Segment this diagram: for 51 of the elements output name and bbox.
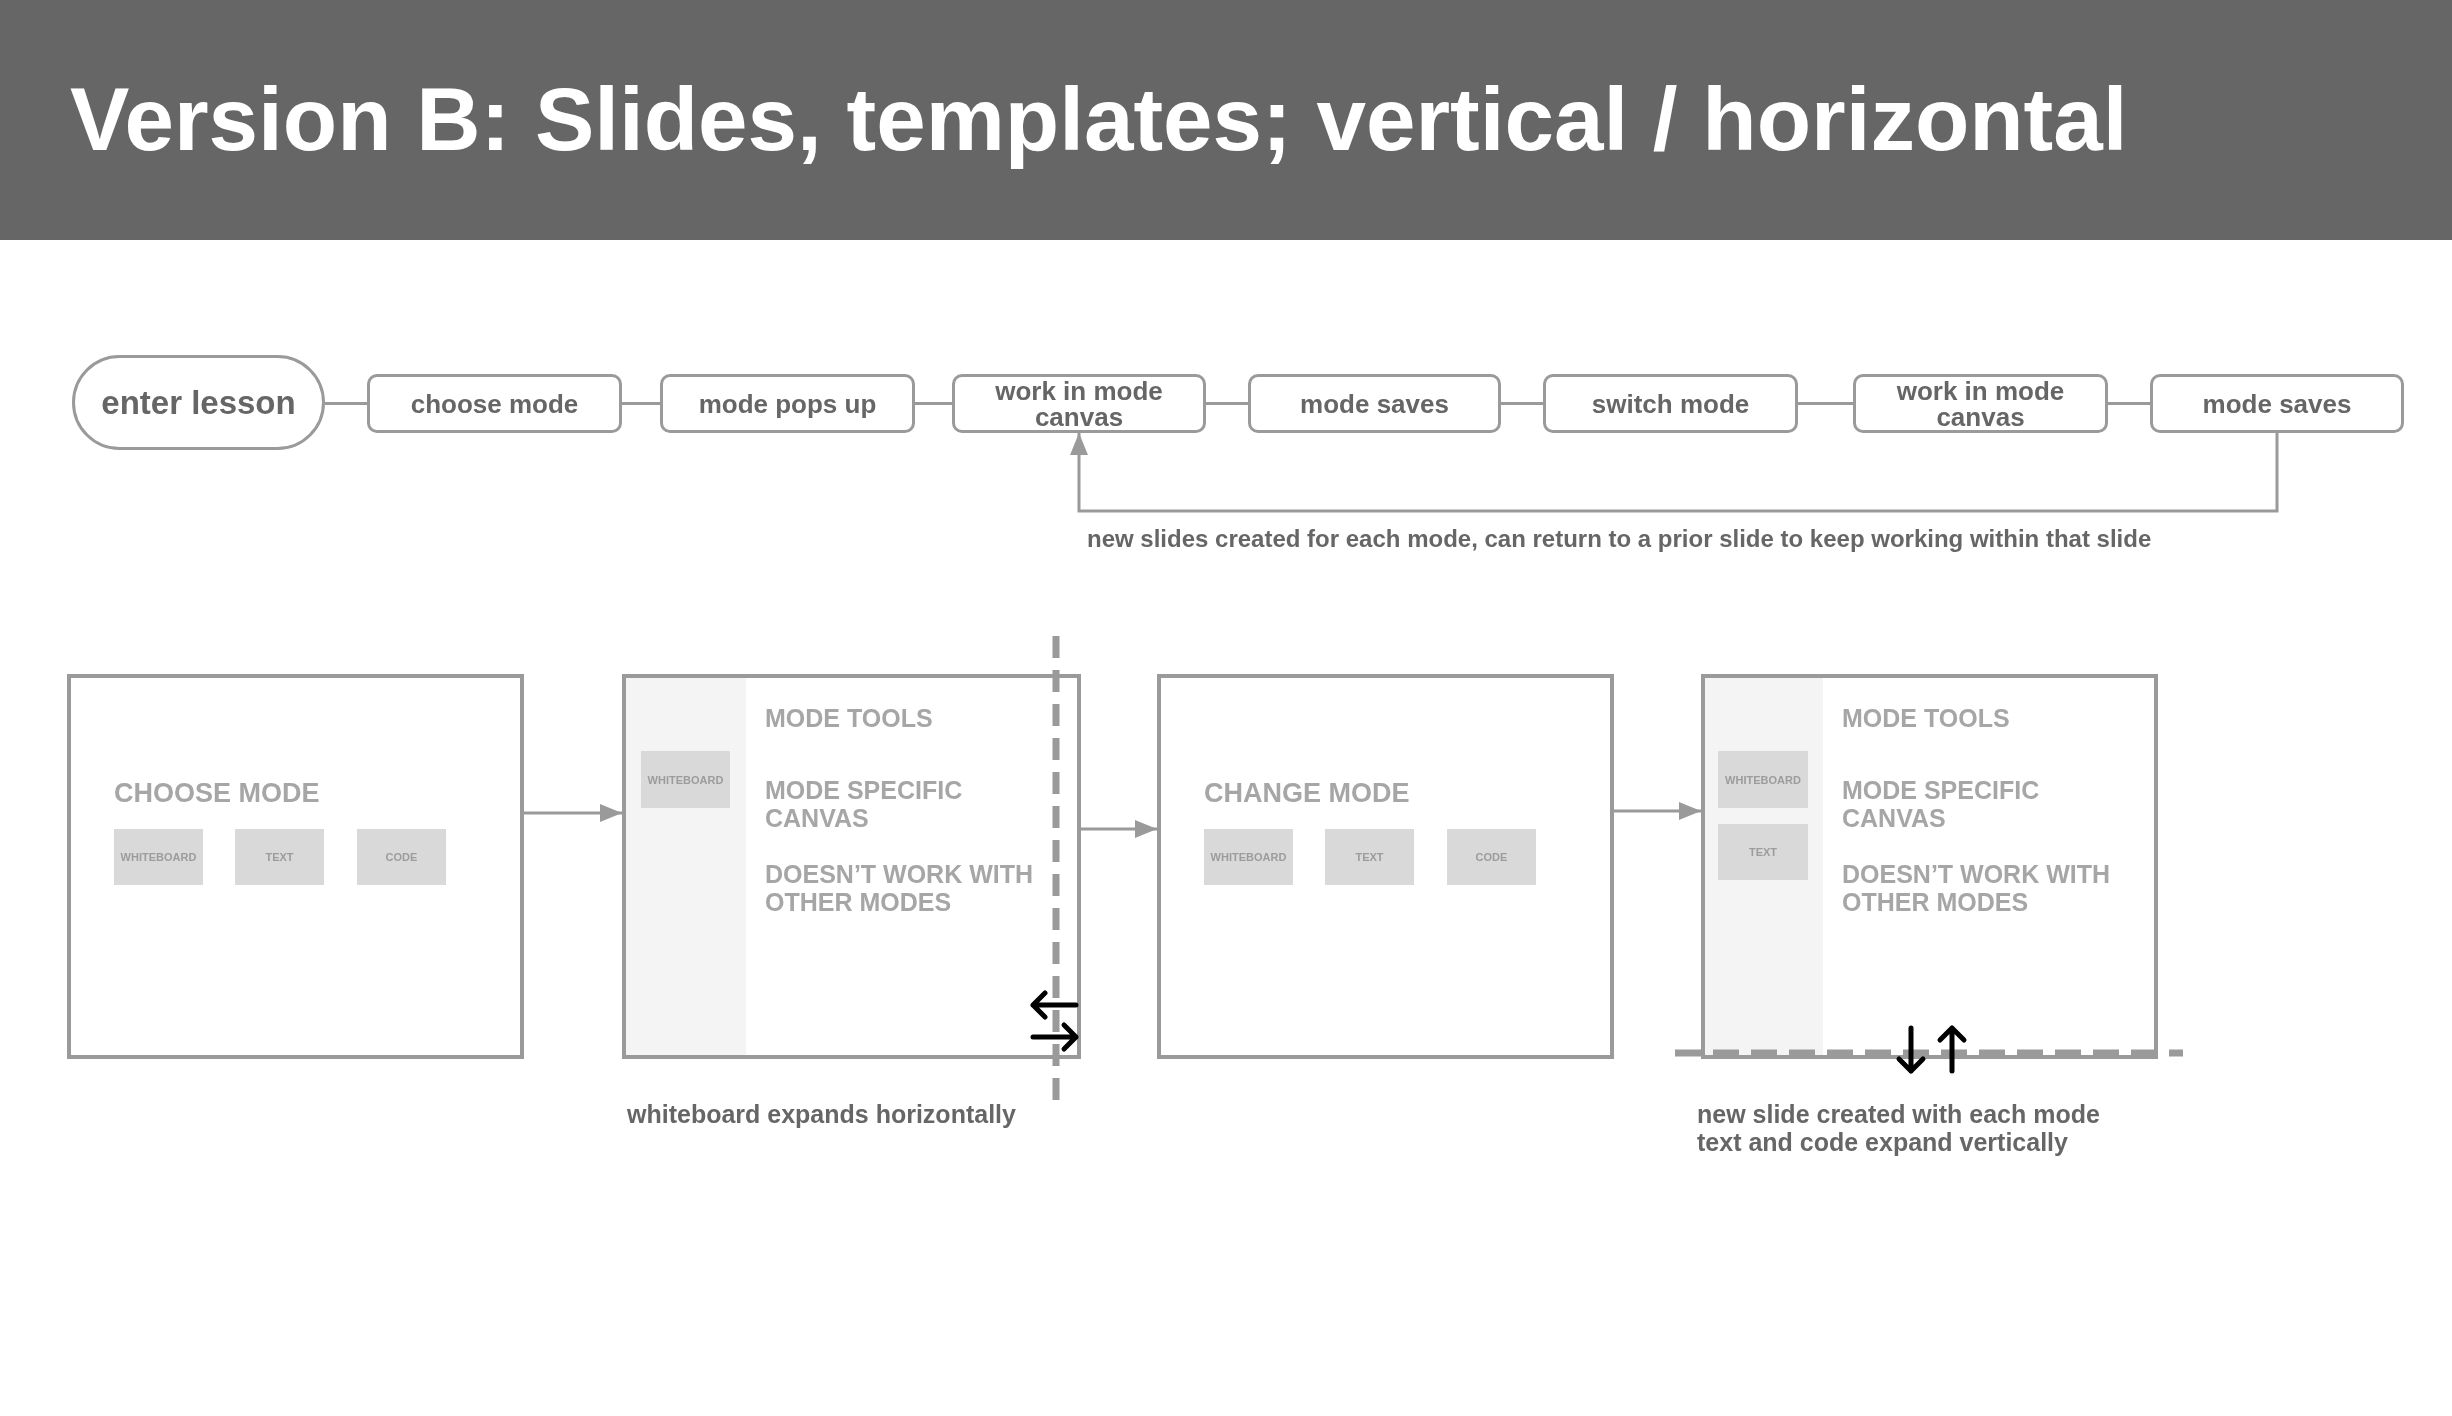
process-box (367, 374, 622, 433)
arrow (1081, 820, 1157, 838)
step-label: work in mode canvas (994, 377, 1164, 430)
screen-wireframe (1157, 674, 1614, 1059)
arrow (524, 804, 622, 822)
connector-line (622, 402, 660, 405)
mode-button: TEXT (235, 829, 324, 885)
screen-heading: CHOOSE MODE (114, 778, 320, 808)
mode-button: WHITEBOARD (114, 829, 203, 885)
screen-heading: CHANGE MODE (1204, 778, 1410, 808)
screen-label: MODE TOOLS (765, 704, 934, 732)
screen-label: DOESN’T WORK WITH OTHER MODES (1842, 860, 2112, 916)
screen-label: DOESN’T WORK WITH OTHER MODES (765, 860, 1035, 916)
connector-line (1206, 402, 1248, 405)
mode-button: WHITEBOARD (641, 751, 730, 808)
step-label: mode pops up (698, 390, 877, 417)
annotation: whiteboard expands horizontally (627, 1100, 1016, 1128)
step-label: mode saves (2202, 390, 2352, 417)
connector-line (915, 402, 952, 405)
step-label: mode saves (1300, 390, 1449, 417)
screen-label: MODE TOOLS (1842, 704, 2011, 732)
title: Version B: Slides, templates; vertical / horizontal (70, 68, 2128, 171)
process-box (1248, 374, 1501, 433)
step-label: choose mode (410, 390, 579, 417)
arrow (1614, 802, 1701, 820)
mode-button: WHITEBOARD (1718, 751, 1808, 808)
screen-wireframe (622, 674, 1081, 1059)
connector-line (2108, 402, 2150, 405)
mode-button: TEXT (1718, 824, 1808, 880)
step-label: work in mode canvas (1895, 377, 2066, 430)
connector-line (1501, 402, 1543, 405)
mode-button: TEXT (1325, 829, 1414, 885)
process-box (1853, 374, 2108, 433)
screen-label: MODE SPECIFIC CANVAS (765, 776, 964, 832)
mode-button: CODE (357, 829, 446, 885)
screen-wireframe (1701, 674, 2158, 1059)
step-label: enter lesson (101, 384, 296, 421)
screen-wireframe (67, 674, 524, 1059)
step-label: switch mode (1591, 390, 1750, 417)
connector-line (325, 402, 367, 405)
annotation: text and code expand vertically (1697, 1128, 2068, 1156)
mode-button: CODE (1447, 829, 1536, 885)
mode-button: WHITEBOARD (1204, 829, 1293, 885)
process-box (660, 374, 915, 433)
process-box (1543, 374, 1798, 433)
connector-line (1798, 402, 1853, 405)
process-box (952, 374, 1206, 433)
feedback-arrow (1070, 433, 2279, 513)
process-box (2150, 374, 2404, 433)
annotation: new slide created with each mode (1697, 1100, 2100, 1128)
screen-label: MODE SPECIFIC CANVAS (1842, 776, 2041, 832)
